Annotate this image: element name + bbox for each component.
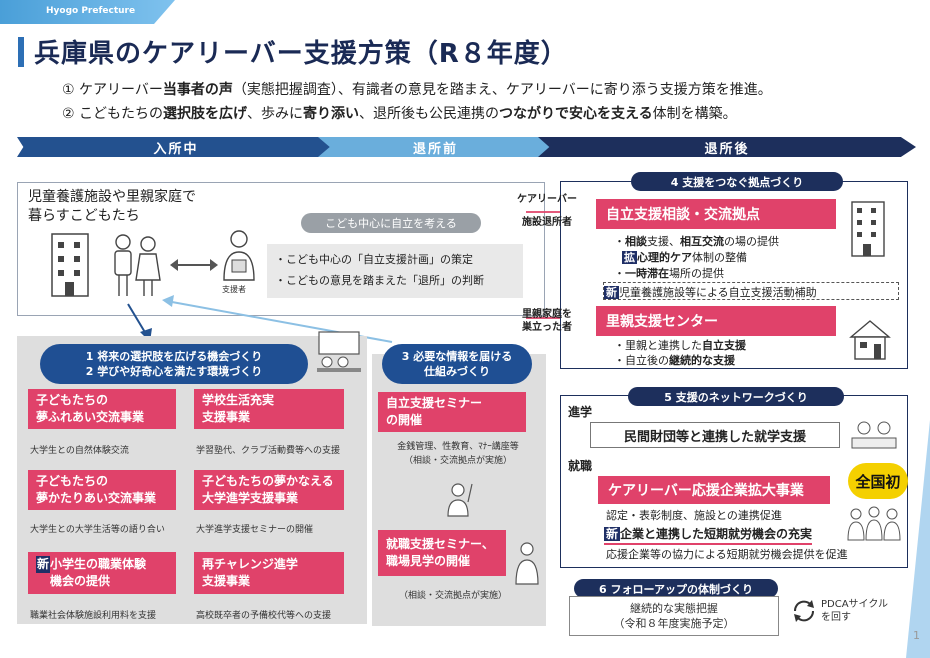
- summary-line-1: ① ケアリーバー当事者の声（実態把握調査）、有識者の意見を踏まえ、ケアリーバーに…: [62, 82, 772, 98]
- expand-tag: 拡: [622, 251, 637, 264]
- worker-person-icon: [515, 542, 539, 585]
- section-5-header: 5 支援のネットワークづくり: [628, 387, 844, 406]
- child-centered-list: ・こども中心の「自立支援計画」の策定 ・こどもの意見を踏まえた「退所」の判断: [267, 244, 523, 298]
- card-supporting-companies: ケアリーバー応援企業拡大事業: [598, 476, 830, 504]
- caption-supporting-companies: 認定・表彰制度、施設との連携促進: [606, 509, 782, 522]
- pdca-cycle-icon: [793, 600, 815, 622]
- section-3-header: 3 必要な情報を届ける仕組みづくり: [382, 344, 532, 384]
- caption-school-life: 学習塾代、クラブ活動費等への支援: [196, 446, 341, 456]
- child-centered-pill: こども中心に自立を考える: [301, 213, 481, 233]
- raising-hand-person-icon: [447, 483, 473, 517]
- supporter-label: 支援者: [222, 285, 246, 294]
- children-in-care-text: 児童養護施設や里親家庭で 暮らすこどもたち: [28, 189, 196, 224]
- card-consultation-hub: 自立支援相談・交流拠点: [596, 199, 836, 229]
- title-accent-bar: [18, 37, 24, 67]
- new-short-term-jobs: 新企業と連携した短期就労機会の充実: [604, 525, 813, 545]
- classroom-illustration: [317, 331, 361, 372]
- study-illustration: [851, 421, 897, 449]
- label-employment: 就職: [568, 459, 593, 473]
- summary-line-2: ② こどもたちの選択肢を広げ、歩みに寄り添い、退所後も公民連携のつながりで安心を…: [62, 106, 737, 122]
- new-tag: 新: [604, 286, 619, 299]
- page-number: 1: [913, 629, 920, 642]
- prefecture-banner: Hyogo Prefecture: [0, 0, 175, 24]
- caption-independence-seminar: 金銭管理、性教育、ﾏﾅｰ講座等（相談・交流拠点が実施）: [397, 442, 519, 466]
- nationwide-first-badge: 全国初: [848, 463, 908, 499]
- phase-before-leaving: 退所前: [318, 137, 553, 157]
- hub-line-3: ・一時滞在場所の提供: [614, 267, 724, 280]
- double-arrow-icon: [170, 259, 218, 271]
- hub-building-icon: [851, 201, 885, 257]
- section-6-header: 6 フォローアップの体制づくり: [574, 579, 778, 598]
- prefecture-name: Hyogo Prefecture: [46, 6, 136, 16]
- box-foundation-support: 民間財団等と連携した就学支援: [590, 422, 840, 448]
- supporter-person-icon: [223, 230, 255, 281]
- label-care-leaver: ケアリーバー施設退所者: [517, 194, 577, 228]
- card-yume-katariai: 子どもたちの夢かたりあい交流事業: [28, 470, 176, 510]
- foster-line-2: ・自立後の継続的な支援: [614, 354, 735, 367]
- page-title: 兵庫県のケアリーバー支援方策（R８年度）: [34, 39, 568, 69]
- card-university-support: 子どもたちの夢かなえる大学進学支援事業: [194, 470, 344, 510]
- phase-after-leaving: 退所後: [538, 137, 916, 157]
- section-4-header: 4 支援をつなぐ拠点づくり: [631, 172, 843, 191]
- workers-group-illustration: [847, 506, 901, 541]
- hub-line-2: 拡心理的ケア体制の整備: [622, 251, 747, 264]
- decorative-edge: [906, 420, 930, 658]
- caption-short-term-jobs: 応援企業等の協力による短期就労機会提供を促進: [606, 548, 848, 561]
- house-icon: [849, 320, 891, 360]
- new-tag: 新: [36, 556, 51, 573]
- label-further-education: 進学: [568, 405, 593, 419]
- caption-rechallenge: 高校既卒者の予備校代等への支援: [196, 611, 332, 621]
- caption-yume-fureai: 大学生との自然体験交流: [30, 446, 129, 456]
- new-tag: 新: [604, 527, 621, 541]
- card-yume-fureai: 子どもたちの夢ふれあい交流事業: [28, 389, 176, 429]
- new-facility-subsidy: 新児童養護施設等による自立支援活動補助: [603, 282, 899, 300]
- foster-line-1: ・里親と連携した自立支援: [614, 339, 746, 352]
- facility-building-icon: [51, 233, 89, 297]
- caption-university-support: 大学進学支援セミナーの開催: [196, 525, 314, 535]
- caption-job-seminar: （相談・交流拠点が実施）: [398, 591, 507, 601]
- phase-in-care: 入所中: [17, 137, 335, 157]
- caption-yume-katariai: 大学生との大学生活等の語り合い: [30, 525, 165, 535]
- card-foster-support-center: 里親支援センター: [596, 306, 836, 336]
- label-foster-graduates: 里親家庭を巣立った者: [522, 309, 572, 333]
- pdca-label: PDCAサイクルを回す: [821, 599, 889, 623]
- hub-line-1: ・相談支援、相互交流の場の提供: [614, 235, 779, 248]
- card-rechallenge: 再チャレンジ進学支援事業: [194, 552, 344, 594]
- card-job-experience: 新小学生の職業体験 機会の提供: [28, 552, 176, 594]
- caption-job-experience: 職業社会体験施設利用料を支援: [30, 611, 157, 621]
- card-school-life: 学校生活充実支援事業: [194, 389, 344, 429]
- children-people-icon: [114, 234, 161, 296]
- card-job-seminar: 就職支援セミナー、職場見学の開催: [378, 530, 506, 576]
- card-independence-seminar: 自立支援セミナーの開催: [378, 392, 526, 432]
- box-continuous-survey: 継続的な実態把握（令和８年度実施予定）: [569, 596, 779, 636]
